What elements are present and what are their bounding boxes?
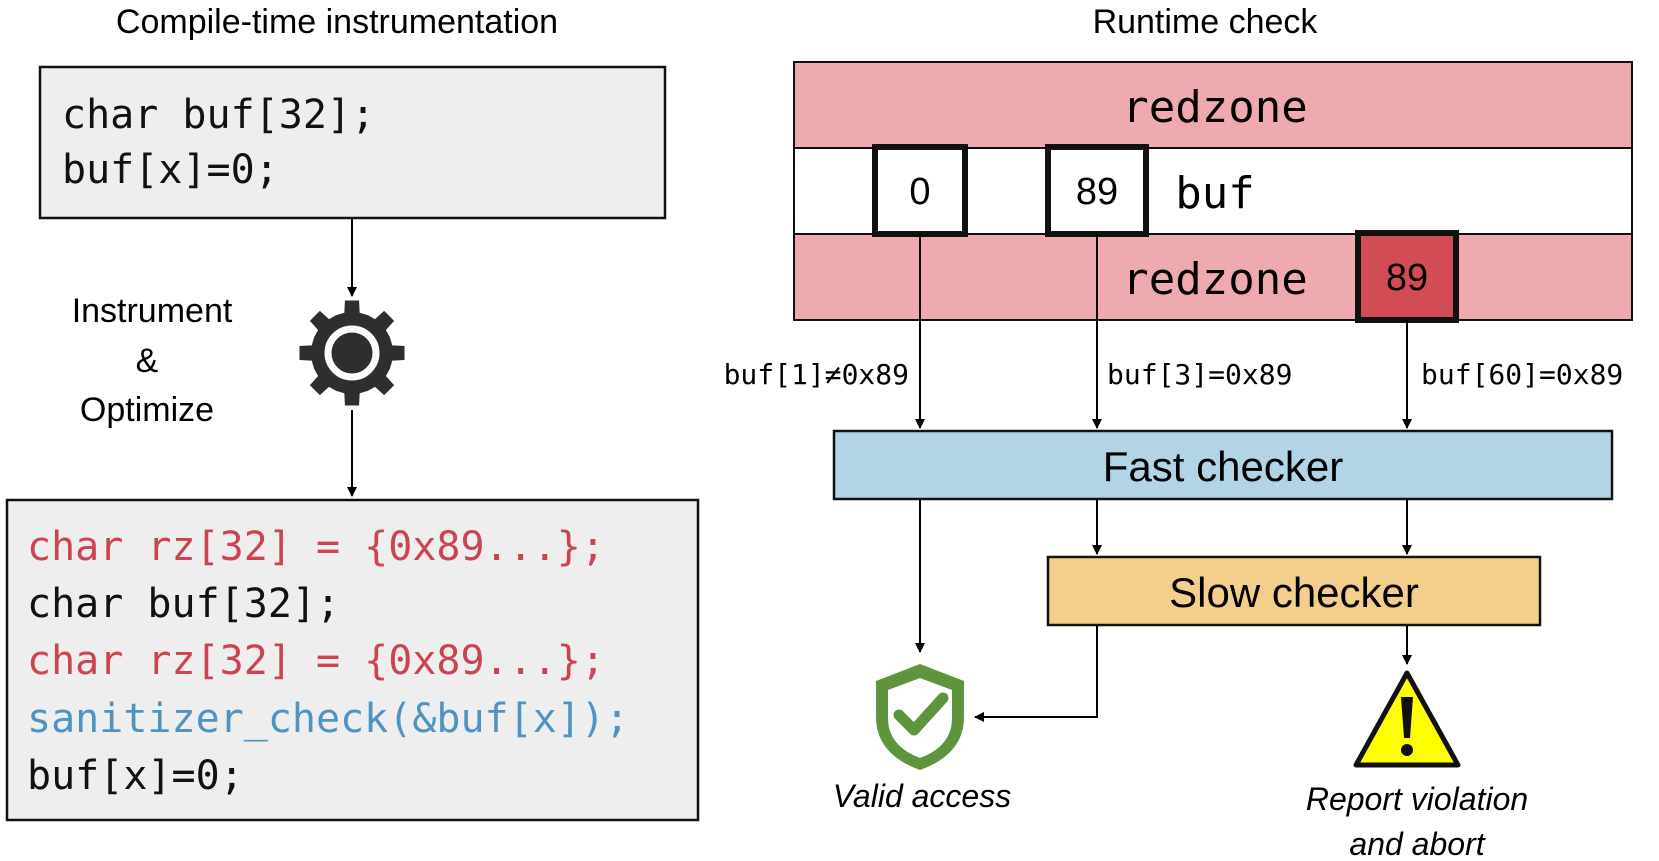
bottom-redzone-band: [793, 233, 1633, 321]
fast-checker-label: Fast checker: [1103, 443, 1343, 490]
source-code-line-2: buf[x]=0;: [62, 147, 279, 193]
shield-check-icon: [876, 664, 964, 770]
instrumented-line-3: char rz[32] = {0x89...};: [27, 638, 605, 684]
memory-layout: redzone buf redzone 0 89 89: [793, 61, 1633, 323]
memory-cell-1-value: 0: [909, 171, 930, 213]
top-redzone-label: redzone: [1122, 82, 1307, 133]
source-code-line-1: char buf[32];: [62, 92, 375, 138]
slow-checker-label: Slow checker: [1169, 569, 1419, 616]
instrumented-line-5: buf[x]=0;: [27, 753, 244, 799]
violation-label-line-1: Report violation: [1306, 781, 1528, 817]
compile-time-title: Compile-time instrumentation: [116, 3, 558, 41]
memory-cell-1: [872, 144, 968, 237]
instrumented-code-box: char rz[32] = {0x89...}; char buf[32]; c…: [5, 498, 700, 822]
step-label-line-3: Optimize: [80, 391, 214, 429]
fast-checker-box: Fast checker: [832, 429, 1614, 501]
bottom-redzone-label: redzone: [1122, 254, 1307, 305]
valid-access-label: Valid access: [833, 778, 1011, 814]
access-label-3: buf[60]=0x89: [1421, 358, 1623, 391]
warning-icon: [1353, 670, 1461, 768]
instrumented-line-4: sanitizer_check(&buf[x]);: [27, 696, 629, 742]
buf-label: buf: [1175, 168, 1254, 219]
memory-cell-2: [1045, 144, 1149, 237]
memory-cell-3-value: 89: [1386, 257, 1428, 299]
gear-icon: [299, 300, 405, 406]
runtime-check-panel: Runtime check redzone buf redzone 0 89 8…: [724, 3, 1633, 861]
memory-cell-2-value: 89: [1076, 171, 1118, 213]
arrow-slow-to-valid: [974, 625, 1098, 722]
instrument-optimize-label: Instrument & Optimize: [72, 292, 233, 429]
step-label-line-2: &: [136, 342, 159, 380]
source-code-box: char buf[32]; buf[x]=0;: [38, 65, 667, 220]
violation-label-line-2: and abort: [1349, 826, 1485, 861]
access-label-1: buf[1]≠0x89: [724, 358, 909, 391]
step-label-line-1: Instrument: [72, 292, 233, 330]
memory-cell-3: [1355, 230, 1459, 323]
compile-time-panel: Compile-time instrumentation char buf[32…: [5, 3, 700, 822]
runtime-check-title: Runtime check: [1093, 3, 1319, 41]
instrumented-line-1: char rz[32] = {0x89...};: [27, 524, 605, 570]
slow-checker-box: Slow checker: [1046, 555, 1542, 627]
instrumented-line-2: char buf[32];: [27, 581, 340, 627]
access-label-2: buf[3]=0x89: [1107, 358, 1292, 391]
